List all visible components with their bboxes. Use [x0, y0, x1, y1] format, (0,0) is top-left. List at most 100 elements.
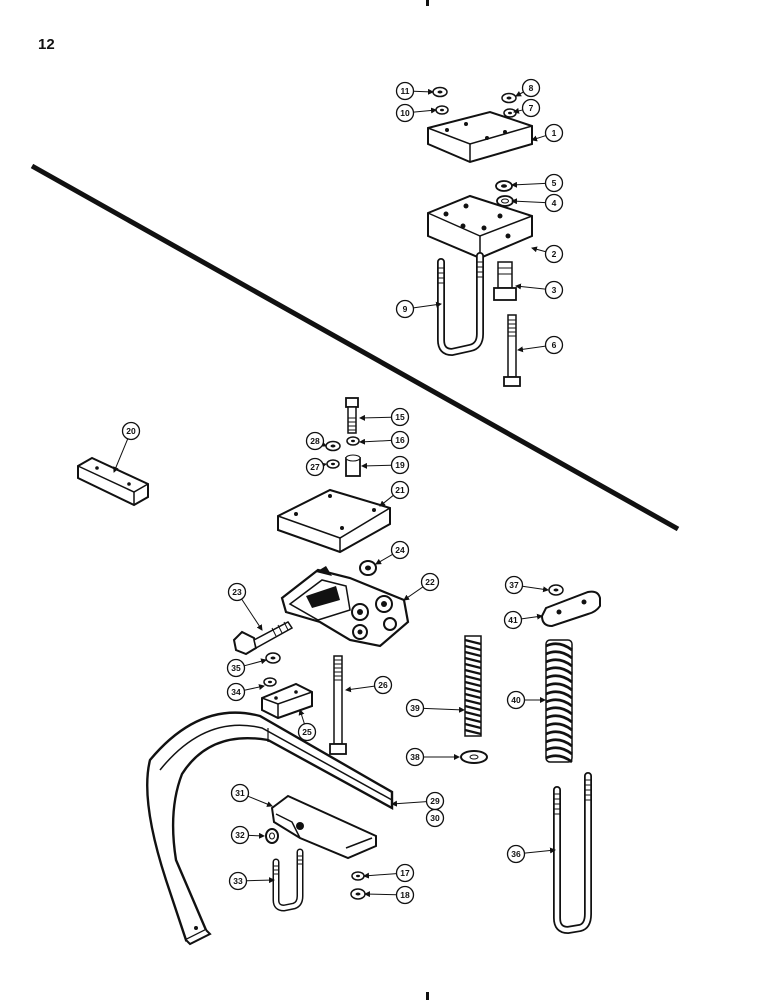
- plate-part-1: [427, 110, 533, 164]
- washer-part-27: [326, 459, 340, 469]
- callout-number-16: 16: [395, 435, 405, 445]
- callout-31: 31: [230, 783, 273, 807]
- callout-11: 11: [395, 81, 434, 101]
- callout-circle-37: [504, 575, 524, 595]
- bolt-part-26: [329, 655, 347, 755]
- callout-circle-4: [544, 193, 564, 213]
- callout-37: 37: [504, 575, 549, 595]
- callout-layer: 1234567891011151617181920212223242526272…: [113, 78, 564, 905]
- callout-circle-10: [395, 103, 415, 123]
- callout-8: 8: [515, 78, 541, 98]
- callout-number-31: 31: [235, 788, 245, 798]
- callout-circle-11: [395, 81, 415, 101]
- callout-34: 34: [226, 682, 265, 702]
- callout-number-9: 9: [403, 304, 408, 314]
- callout-circle-39: [405, 698, 425, 718]
- page-mark-bottom: [426, 992, 429, 1000]
- callout-leader-19: [361, 462, 392, 469]
- callout-number-34: 34: [231, 687, 241, 697]
- nut-part-8: [501, 92, 517, 104]
- callout-leader-41: [521, 613, 543, 620]
- callout-leader-15: [359, 414, 392, 421]
- callout-circle-28: [305, 431, 325, 451]
- bar-part-20: [77, 456, 149, 507]
- callout-number-5: 5: [552, 178, 557, 188]
- callout-leader-6: [517, 345, 546, 353]
- callout-circle-15: [390, 407, 410, 427]
- callout-number-26: 26: [378, 680, 388, 690]
- callout-26: 26: [345, 675, 393, 695]
- callout-circle-38: [405, 747, 425, 767]
- bolt-part-3: [493, 261, 517, 301]
- callout-circle-25: [297, 722, 317, 742]
- callout-circle-30: [425, 808, 445, 828]
- callout-leader-36: [524, 847, 556, 854]
- washer-part-38: [460, 750, 488, 764]
- callout-leader-1: [531, 135, 547, 142]
- plate-part-21: [277, 488, 391, 554]
- callout-number-8: 8: [529, 83, 534, 93]
- callout-number-23: 23: [232, 587, 242, 597]
- callout-leader-32: [248, 832, 265, 839]
- callout-circle-36: [506, 844, 526, 864]
- nut-part-11: [432, 86, 448, 98]
- callout-leader-10: [413, 107, 437, 114]
- callout-circle-19: [390, 455, 410, 475]
- bracket-part-22: [280, 566, 410, 648]
- bolt-part-23: [232, 621, 294, 656]
- callout-22: 22: [403, 572, 440, 601]
- callout-number-22: 22: [425, 577, 435, 587]
- washer-part-10: [435, 105, 449, 115]
- callout-number-21: 21: [395, 485, 405, 495]
- page-mark-top: [426, 0, 429, 6]
- clamp-part-31: [270, 794, 377, 860]
- callout-circle-20: [121, 421, 141, 441]
- callout-leader-4: [511, 198, 546, 205]
- callout-leader-16: [359, 438, 392, 445]
- callout-number-1: 1: [552, 128, 557, 138]
- callout-circle-32: [230, 825, 250, 845]
- callout-number-15: 15: [395, 412, 405, 422]
- callout-4: 4: [511, 193, 564, 213]
- bolt-part-6: [503, 314, 521, 387]
- callout-number-36: 36: [511, 849, 521, 859]
- callout-28: 28: [305, 431, 327, 451]
- divider-line: [30, 163, 680, 532]
- callout-circle-1: [544, 123, 564, 143]
- callout-33: 33: [228, 871, 275, 891]
- callout-circle-41: [503, 610, 523, 630]
- callout-39: 39: [405, 698, 465, 718]
- callout-leader-21: [379, 494, 394, 507]
- washer-part-32: [265, 828, 279, 844]
- washer-part-16: [346, 436, 360, 446]
- page-number: 12: [38, 36, 55, 53]
- callout-30: 30: [425, 808, 445, 828]
- callout-number-40: 40: [511, 695, 521, 705]
- callout-leader-8: [515, 91, 524, 97]
- shank-part-29: [146, 711, 394, 946]
- callout-number-20: 20: [126, 426, 136, 436]
- callout-number-41: 41: [508, 615, 518, 625]
- callout-35: 35: [226, 658, 267, 678]
- callout-27: 27: [305, 457, 327, 477]
- callout-16: 16: [359, 430, 410, 450]
- callout-circle-5: [544, 173, 564, 193]
- washer-part-34: [263, 677, 277, 687]
- callout-leader-7: [513, 107, 523, 114]
- spring-part-40: [545, 639, 573, 764]
- callout-circle-6: [544, 335, 564, 355]
- callout-number-4: 4: [552, 198, 557, 208]
- spacer-part-19: [345, 454, 361, 477]
- nut-part-35: [265, 652, 281, 664]
- callout-number-38: 38: [410, 752, 420, 762]
- nut-part-24: [359, 560, 377, 576]
- callout-number-30: 30: [430, 813, 440, 823]
- callout-number-18: 18: [400, 890, 410, 900]
- callout-circle-21: [390, 480, 410, 500]
- callout-number-11: 11: [401, 86, 410, 96]
- callout-number-35: 35: [231, 663, 241, 673]
- callout-circle-31: [230, 783, 250, 803]
- callout-number-37: 37: [509, 580, 519, 590]
- nut-part-5: [495, 180, 513, 192]
- nut-part-28: [325, 440, 341, 452]
